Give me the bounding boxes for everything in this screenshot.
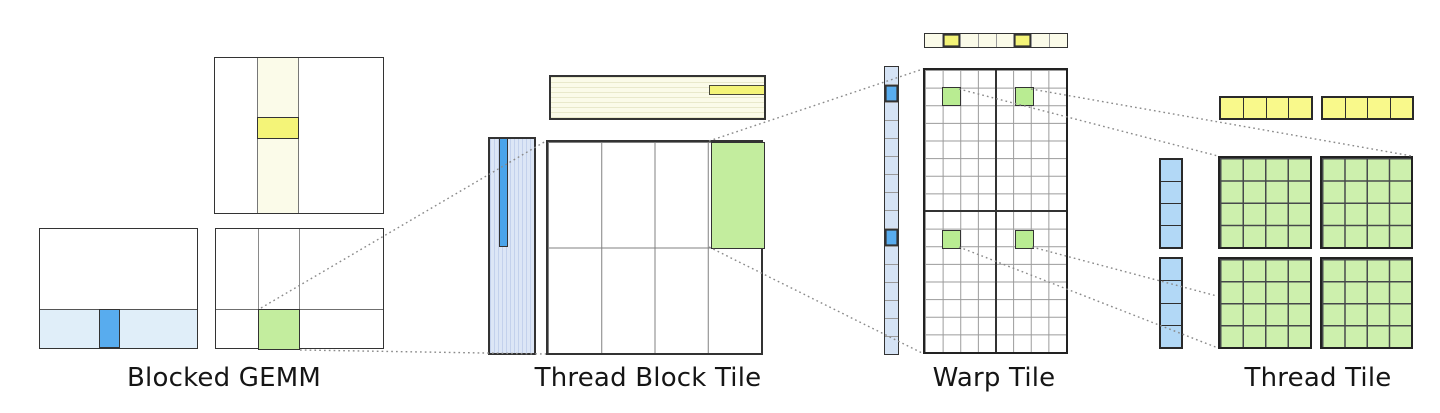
tbt-b-fragment-bar xyxy=(709,85,764,95)
thread-b-strip-cell xyxy=(1390,98,1412,118)
warp-green-cell xyxy=(1014,229,1034,249)
warp-b-fragment-strip-cell xyxy=(978,34,997,47)
matrix-c xyxy=(215,228,384,350)
thread-b-strip-cell xyxy=(1266,98,1290,118)
tbt-green-cell xyxy=(711,142,765,249)
warp-a-fragment-strip-cell xyxy=(885,157,898,175)
warp-a-fragment-strip-cell xyxy=(885,175,898,193)
tbt-a-fragment-bar xyxy=(499,139,508,247)
thread-a-strip xyxy=(1159,158,1183,249)
warp-grid-mid-divider xyxy=(925,210,1066,212)
thread-b-strip-cell xyxy=(1289,98,1311,118)
warp-a-fragment-strip-cell xyxy=(885,67,898,85)
warp-a-fragment-strip-cell xyxy=(885,121,898,139)
warp-green-cell xyxy=(942,229,962,249)
thread-a-strip-cell xyxy=(1161,281,1181,304)
warp-a-fragment-strip-cell xyxy=(885,265,898,283)
thread-a-strip-cell xyxy=(1161,160,1181,182)
warp-b-fragment-strip-cell xyxy=(996,34,1015,47)
warp-a-fragment-strip-cell xyxy=(885,193,898,211)
warp-a-fragment-strip-cell xyxy=(885,139,898,157)
thread-c-grid xyxy=(1218,156,1312,249)
thread-b-strip xyxy=(1219,96,1313,120)
warp-a-fragment-strip-cell xyxy=(885,283,898,301)
thread-c-grid xyxy=(1320,257,1413,349)
matrix-c-green-block xyxy=(258,309,300,350)
warp-green-cell xyxy=(942,86,962,106)
warp-a-fragment-strip-cell xyxy=(885,229,898,247)
thread-a-strip-cell xyxy=(1161,259,1181,282)
thread-b-strip-cell xyxy=(1243,98,1267,118)
thread-b-strip-cell xyxy=(1345,98,1368,118)
thread-a-strip-cell xyxy=(1161,182,1181,204)
label-blocked-gemm: Blocked GEMM xyxy=(127,363,321,393)
tbt-a-shared-strip xyxy=(488,137,536,355)
thread-a-strip xyxy=(1159,257,1183,349)
label-warp-tile: Warp Tile xyxy=(932,363,1056,393)
thread-c-grid xyxy=(1320,156,1413,249)
matrix-b-tile-block xyxy=(257,117,299,139)
warp-b-fragment-strip-cell xyxy=(1032,34,1051,47)
warp-green-cell xyxy=(1014,86,1034,106)
thread-b-strip-cell xyxy=(1323,98,1346,118)
matrix-b xyxy=(214,57,384,214)
thread-a-strip-cell xyxy=(1161,325,1181,347)
thread-b-strip-cell xyxy=(1221,98,1244,118)
warp-a-fragment-strip-cell xyxy=(885,301,898,319)
tbt-b-shared-strip xyxy=(549,75,766,120)
warp-b-fragment-strip-cell xyxy=(942,34,961,47)
warp-b-fragment-strip-cell xyxy=(1050,34,1067,47)
warp-a-fragment-strip-cell xyxy=(885,103,898,121)
warp-grid xyxy=(923,68,1068,354)
warp-b-fragment-strip-cell xyxy=(960,34,979,47)
warp-b-fragment-strip-cell xyxy=(925,34,943,47)
tbt-grid xyxy=(546,140,765,355)
label-thread-block-tile: Thread Block Tile xyxy=(534,363,762,393)
warp-a-fragment-strip-cell xyxy=(885,319,898,337)
warp-a-fragment-strip-cell xyxy=(885,337,898,354)
thread-b-strip xyxy=(1321,96,1414,120)
matrix-a xyxy=(39,228,198,349)
warp-a-fragment-strip-cell xyxy=(885,211,898,229)
label-thread-tile: Thread Tile xyxy=(1244,363,1392,393)
warp-b-fragment-strip-cell xyxy=(1014,34,1033,47)
warp-b-fragment-strip xyxy=(924,33,1068,48)
warp-a-fragment-strip-cell xyxy=(885,247,898,265)
warp-a-fragment-strip xyxy=(884,66,899,355)
thread-a-strip-cell xyxy=(1161,204,1181,226)
matrix-a-tile-block xyxy=(99,309,120,348)
matrix-c-gridline xyxy=(258,229,259,348)
thread-c-grid xyxy=(1218,257,1312,349)
thread-a-strip-cell xyxy=(1161,303,1181,326)
warp-a-fragment-strip-cell xyxy=(885,85,898,103)
thread-b-strip-cell xyxy=(1368,98,1391,118)
thread-a-strip-cell xyxy=(1161,226,1181,247)
